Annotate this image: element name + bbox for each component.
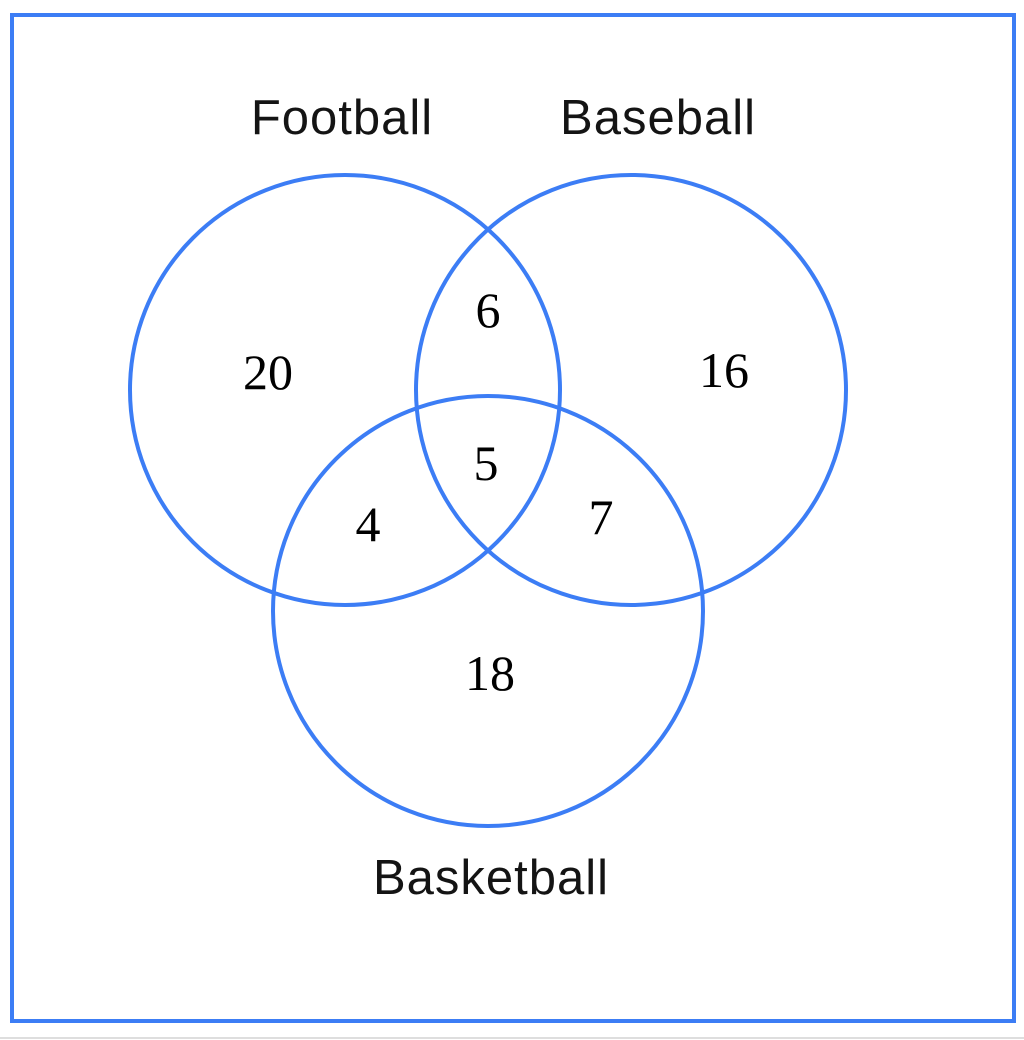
football-set-label: Football xyxy=(250,91,434,145)
baseball-circle xyxy=(414,173,848,607)
baseball-set-label: Baseball xyxy=(560,91,756,145)
region-value-football-baseball: 6 xyxy=(475,282,501,338)
region-value-basketball-only: 18 xyxy=(465,645,515,701)
basketball-set-label: Basketball xyxy=(372,851,610,905)
region-value-all-three: 5 xyxy=(473,435,499,491)
region-value-baseball-basketball: 7 xyxy=(588,489,614,545)
region-value-football-only: 20 xyxy=(243,344,293,400)
region-value-baseball-only: 16 xyxy=(699,342,749,398)
football-circle xyxy=(128,173,562,607)
screenshot-bottom-edge-line xyxy=(0,1037,1024,1039)
region-value-football-basketball: 4 xyxy=(355,496,381,552)
diagram-border-frame xyxy=(10,13,1016,1023)
basketball-circle xyxy=(271,394,705,828)
